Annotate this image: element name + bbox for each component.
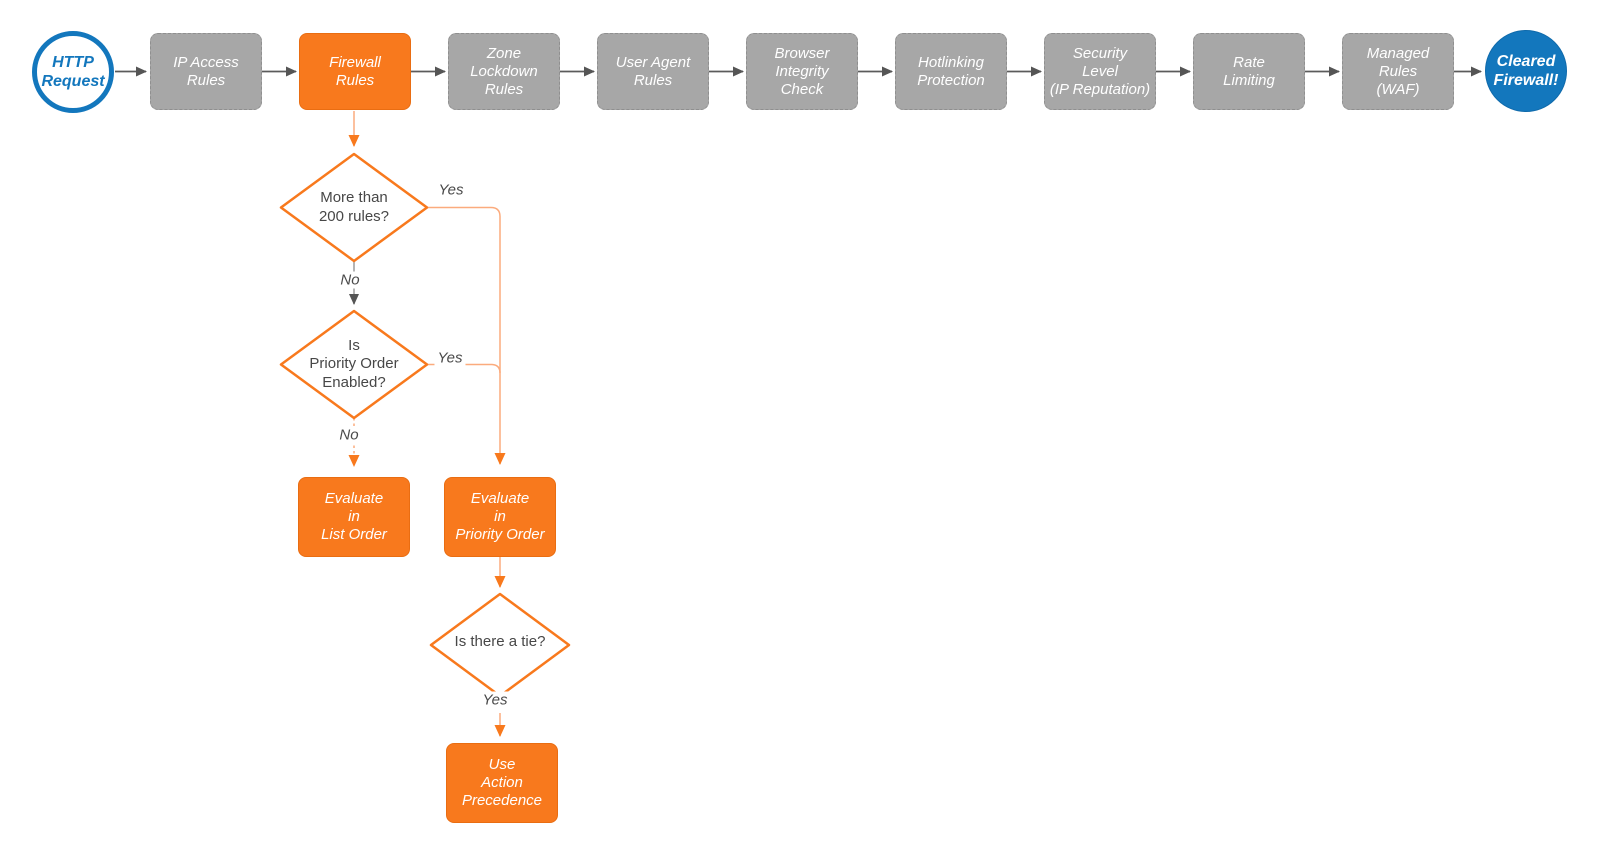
node-use-action-precedence: Use Action Precedence bbox=[446, 743, 558, 823]
node-evaluate-in-priority-order: Evaluate in Priority Order bbox=[444, 477, 556, 557]
node-label: Firewall Rules bbox=[329, 53, 381, 89]
node-label: Cleared Firewall! bbox=[1493, 53, 1559, 89]
node-http-request: HTTP Request bbox=[32, 31, 114, 113]
node-label: Evaluate in Priority Order bbox=[455, 490, 545, 543]
node-ip-access-rules: IP Access Rules bbox=[150, 33, 262, 110]
node-zone-lockdown-rules: Zone Lockdown Rules bbox=[448, 33, 560, 110]
node-label: Browser Integrity Check bbox=[774, 44, 830, 98]
node-browser-integrity-check: Browser Integrity Check bbox=[746, 33, 858, 110]
node-label: Managed Rules (WAF) bbox=[1366, 44, 1430, 98]
edge-label-decision1-yes: Yes bbox=[435, 181, 467, 199]
edge-decision1-yes-to-priority-order bbox=[427, 206, 506, 465]
edge-label-decision2-no: No bbox=[336, 426, 362, 444]
decision-label: More than 200 rules? bbox=[318, 189, 390, 225]
node-label: User Agent Rules bbox=[615, 53, 691, 89]
edge-label-decision1-no: No bbox=[337, 271, 363, 289]
decision-label: Is there a tie? bbox=[454, 633, 546, 651]
decision-is-there-a-tie: Is there a tie? bbox=[435, 600, 565, 685]
node-user-agent-rules: User Agent Rules bbox=[597, 33, 709, 110]
node-label: Use Action Precedence bbox=[461, 756, 543, 809]
node-label: IP Access Rules bbox=[173, 53, 239, 89]
node-label: Security Level (IP Reputation) bbox=[1049, 44, 1151, 98]
decision-more-than-200-rules: More than 200 rules? bbox=[289, 160, 419, 255]
diamond-shape-priority-order-enabled bbox=[279, 309, 429, 420]
edge-label-decision2-yes: Yes bbox=[434, 349, 466, 367]
node-evaluate-in-list-order: Evaluate in List Order bbox=[298, 477, 410, 557]
node-label: Hotlinking Protection bbox=[917, 53, 985, 89]
edge-decision2-yes-join bbox=[427, 363, 501, 374]
diamond-shape-more-than-200-rules bbox=[279, 152, 429, 263]
node-rate-limiting: Rate Limiting bbox=[1193, 33, 1305, 110]
node-firewall-rules: Firewall Rules bbox=[299, 33, 411, 110]
node-label: HTTP Request bbox=[41, 54, 105, 90]
decision-priority-order-enabled: Is Priority Order Enabled? bbox=[289, 317, 419, 412]
node-label: Evaluate in List Order bbox=[321, 490, 387, 543]
edge-label-decision3-yes: Yes bbox=[479, 691, 511, 709]
decision-label: Is Priority Order Enabled? bbox=[309, 336, 399, 391]
node-security-level-ip-reputation: Security Level (IP Reputation) bbox=[1044, 33, 1156, 110]
node-label: Rate Limiting bbox=[1223, 53, 1275, 89]
node-managed-rules-waf: Managed Rules (WAF) bbox=[1342, 33, 1454, 110]
node-cleared-firewall: Cleared Firewall! bbox=[1485, 30, 1567, 112]
node-hotlinking-protection: Hotlinking Protection bbox=[895, 33, 1007, 110]
node-label: Zone Lockdown Rules bbox=[470, 44, 538, 98]
